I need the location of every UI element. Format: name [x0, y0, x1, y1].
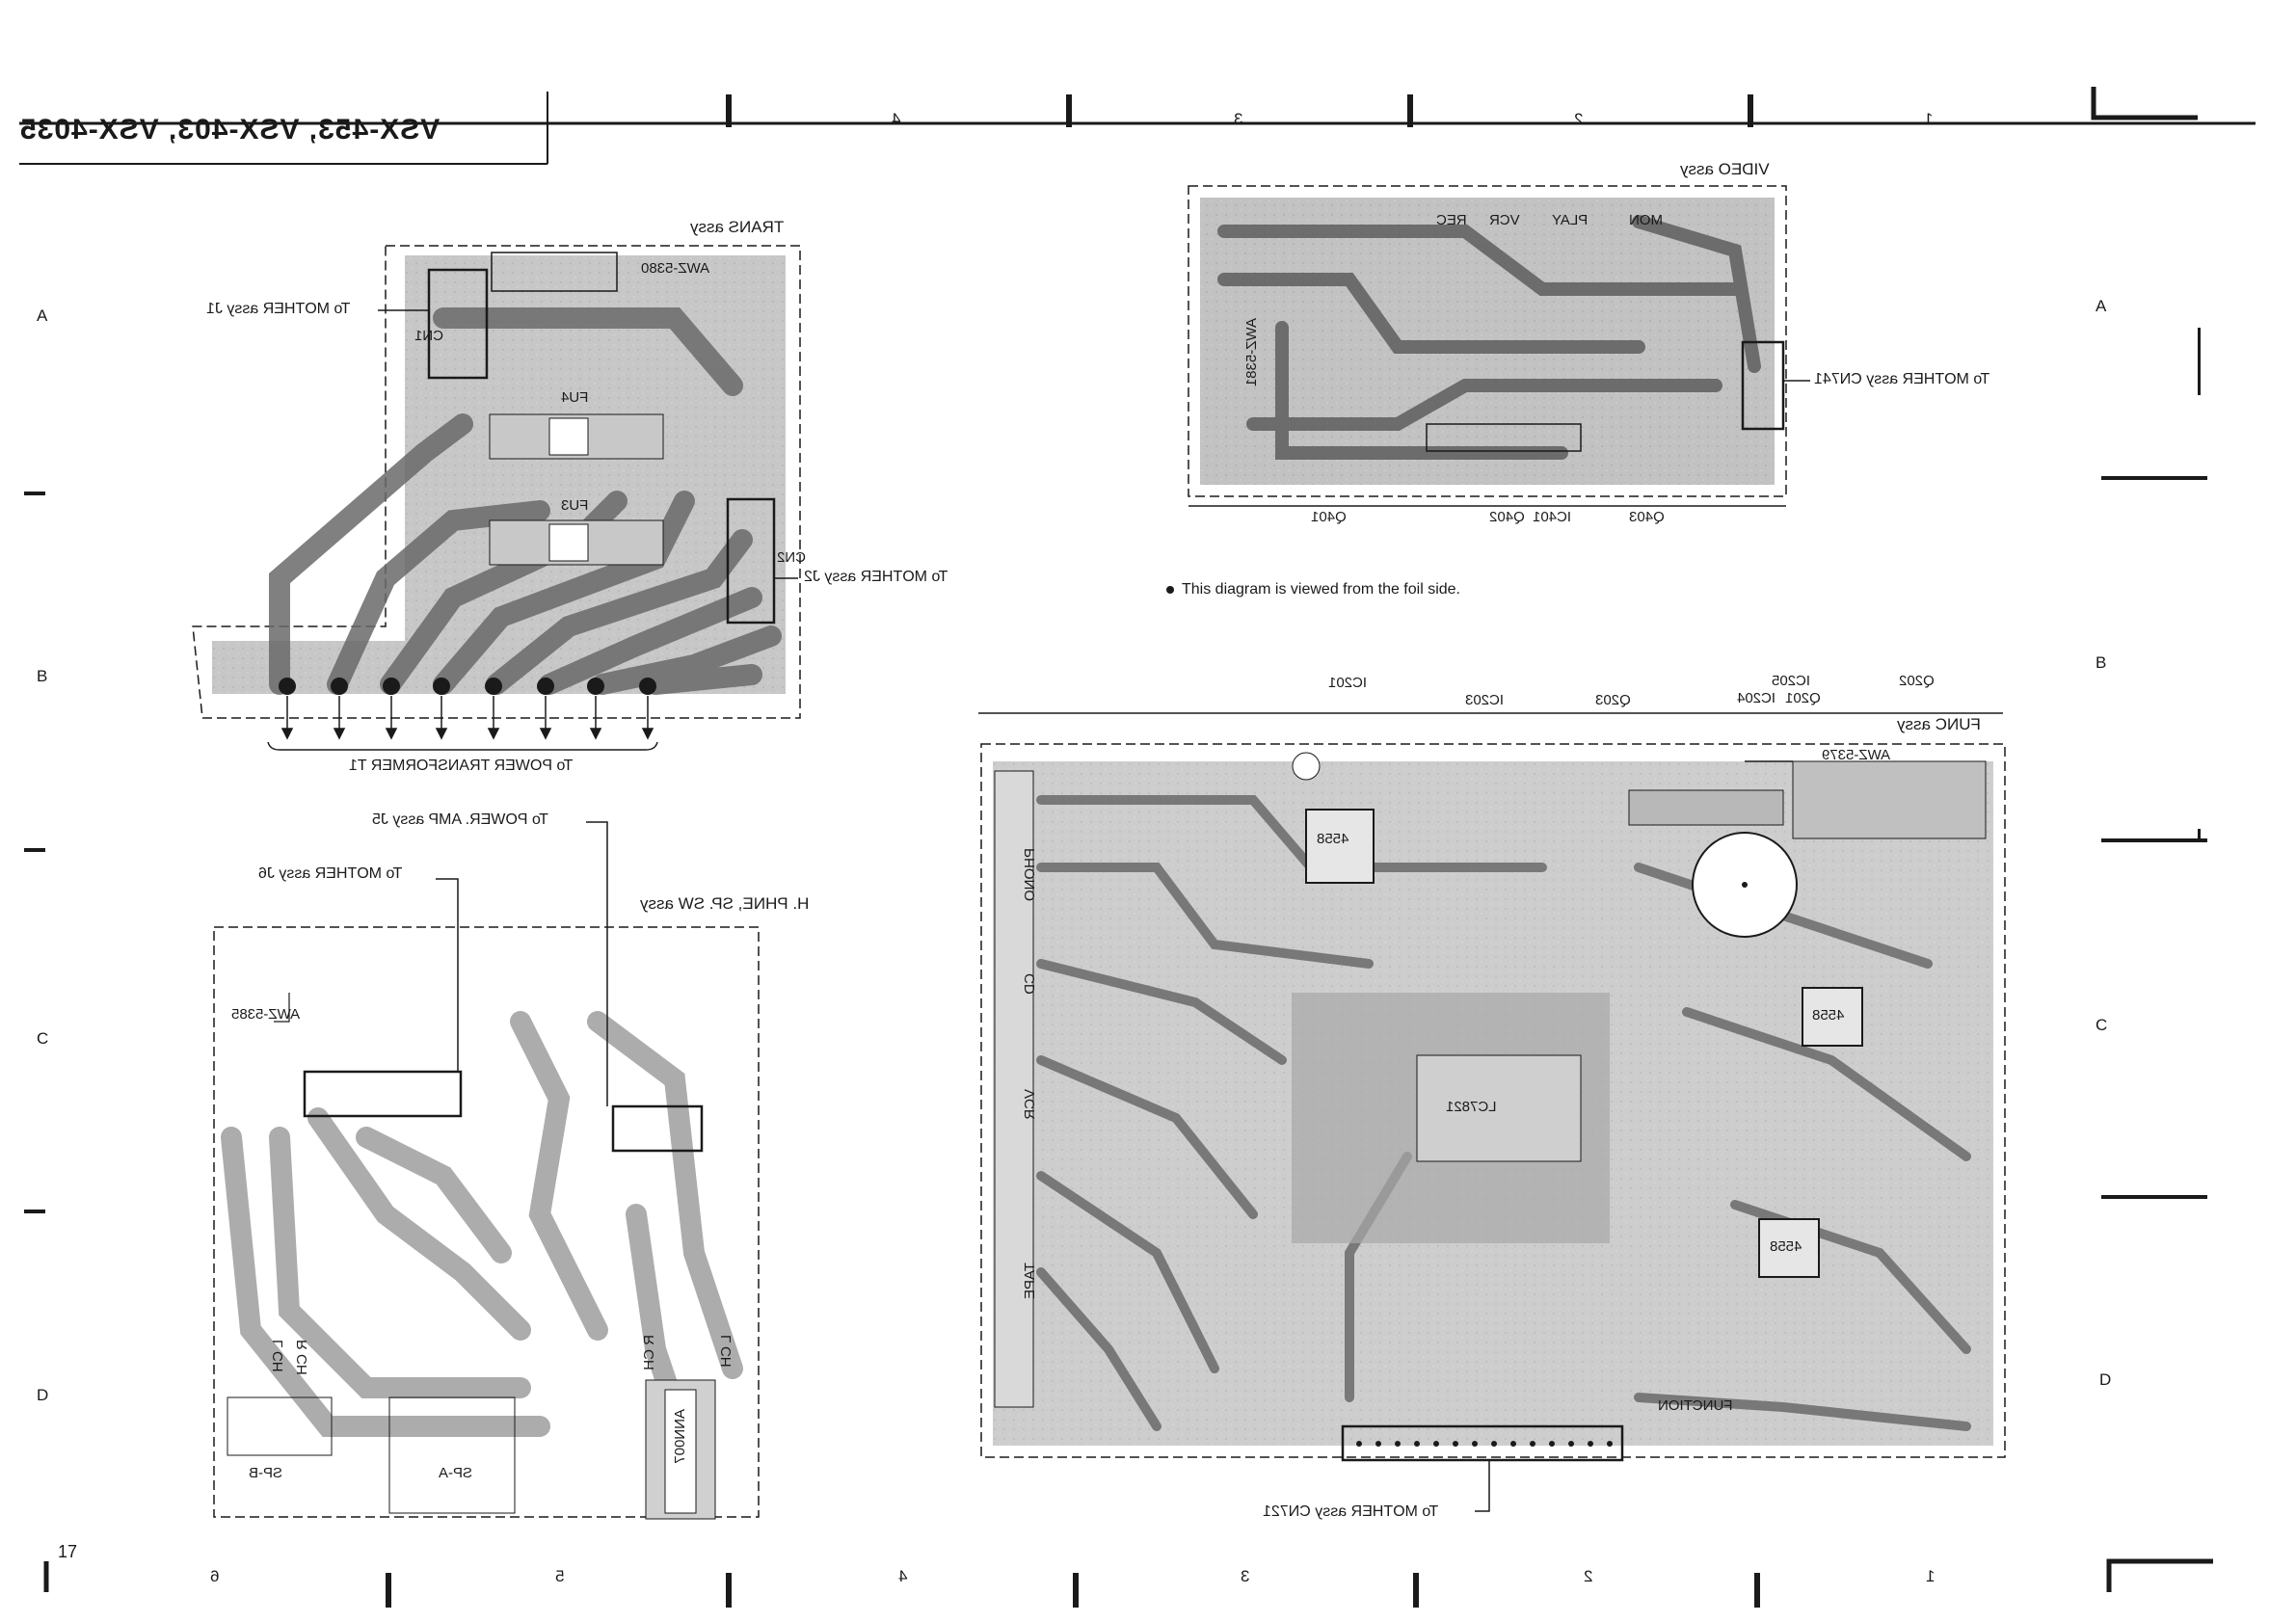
trans-part-number: AWZ-5380 [641, 260, 710, 277]
right-ruler-ticks [2101, 328, 2207, 1199]
callout-mother-cn741: To MOTHER assy CN741 [1814, 371, 1990, 387]
page-number: 17 [58, 1542, 78, 1561]
func-ic203: IC203 [1465, 692, 1505, 708]
func-chip-ic205: 4558 [1770, 1238, 1802, 1255]
hphne-silk-lch-1: L CH [270, 1340, 286, 1372]
foil-side-note: This diagram is viewed from the foil sid… [1166, 578, 1475, 601]
func-chip-ic204: 4558 [1812, 1007, 1845, 1024]
left-row-c: C [37, 1029, 49, 1048]
bottom-ruler-ticks [386, 1573, 1760, 1608]
bottom-col-5: 5 [555, 1567, 565, 1585]
callout-mother-j2: To MOTHER assy J2 [804, 569, 948, 585]
bottom-col-2: 2 [1584, 1567, 1593, 1585]
bottom-col-6: 6 [210, 1567, 220, 1585]
video-silk-rec: REC [1436, 212, 1467, 228]
trans-fu3: FU3 [561, 497, 589, 514]
video-ic401: IC401 [1533, 509, 1572, 525]
func-silk-vcr: VCR [1022, 1089, 1038, 1120]
right-row-d: D [2099, 1370, 2112, 1389]
trans-board [192, 245, 801, 751]
func-silk-function: FUNCTION [1658, 1397, 1733, 1414]
func-silk-tape: TAPE [1022, 1263, 1038, 1300]
callout-mother-j1: To MOTHER assy J1 [206, 301, 351, 317]
hphne-silk-lch-2: L CH [718, 1335, 734, 1368]
callout-power-amp-j5: To POWER. AMP assy J5 [372, 811, 548, 828]
right-row-a: A [2096, 297, 2107, 315]
hphne-silk-rch-1: R CH [294, 1340, 310, 1375]
hphne-board-title: H. PHNE, SP. SW assy [640, 894, 810, 913]
func-board-title: FUNC assy [1897, 715, 1981, 733]
trans-board-title: TRANS assy [690, 218, 785, 236]
hphne-silk-spa: SP-A [439, 1465, 473, 1481]
func-ic201: IC201 [1328, 675, 1368, 691]
video-silk-play: PLAY [1552, 212, 1589, 228]
trans-fu4: FU4 [561, 389, 589, 406]
callout-mother-j6: To MOTHER assy J6 [258, 865, 403, 882]
bullet-icon [1166, 585, 1174, 594]
video-board [1188, 185, 1810, 507]
right-row-c: C [2096, 1016, 2108, 1034]
video-board-title: VIDEO assy [1680, 160, 1770, 178]
bottom-col-3: 3 [1241, 1567, 1250, 1585]
video-silk-vcr: VCR [1489, 212, 1520, 228]
left-row-b: B [37, 667, 48, 685]
hphne-silk-ann007: ANN007 [672, 1409, 688, 1464]
func-chip-ic201: 4558 [1317, 831, 1349, 847]
func-q202: Q202 [1899, 673, 1935, 689]
func-ic205: IC205 [1772, 673, 1811, 689]
func-board [978, 712, 2006, 1512]
right-row-b: B [2096, 653, 2107, 672]
hphne-silk-rch-2: R CH [641, 1335, 657, 1370]
func-q203: Q203 [1595, 692, 1631, 708]
callout-power-transformer: To POWER TRANSFORMER T1 [349, 758, 574, 774]
frame [19, 87, 2256, 1592]
callout-mother-cn721: To MOTHER assy CN721 [1263, 1503, 1439, 1520]
func-q201: Q201 [1785, 690, 1821, 706]
left-row-d: D [37, 1386, 49, 1404]
hphne-board [213, 821, 760, 1520]
func-silk-cd: CD [1022, 973, 1038, 995]
video-q402: Q402 [1489, 509, 1525, 525]
sheet-title-text: VSX-453, VSX-403, VSX-4035 [19, 114, 441, 146]
foil-side-note-text: This diagram is viewed from the foil sid… [1182, 581, 1460, 598]
left-ruler-ticks [24, 492, 45, 1213]
func-silk-phono: PHONO [1022, 848, 1038, 902]
bottom-col-4: 4 [898, 1567, 908, 1585]
top-ruler-ticks [726, 94, 1753, 127]
top-col-1: 1 [1924, 110, 1934, 128]
trans-cn2: CN2 [777, 549, 807, 566]
top-col-4: 4 [892, 110, 901, 128]
video-silk-mon: MON [1629, 212, 1663, 228]
hphne-part-number: AWZ-5385 [231, 1006, 301, 1023]
sheet-title: VSX-453, VSX-403, VSX-4035 [19, 114, 440, 146]
trans-cn1: CN1 [414, 328, 444, 344]
func-ic204: IC204 [1737, 690, 1776, 706]
left-row-a: A [37, 306, 48, 325]
bottom-col-1: 1 [1926, 1567, 1936, 1585]
video-q403: Q403 [1629, 509, 1665, 525]
top-col-2: 2 [1574, 110, 1584, 128]
top-col-3: 3 [1234, 110, 1243, 128]
func-part-number: AWZ-5379 [1822, 747, 1891, 763]
video-q401: Q401 [1311, 509, 1347, 525]
hphne-silk-spb: SP-B [249, 1465, 283, 1481]
func-chip-ic203: LC7821 [1446, 1099, 1497, 1115]
video-part-number: AWZ-5381 [1243, 318, 1260, 387]
